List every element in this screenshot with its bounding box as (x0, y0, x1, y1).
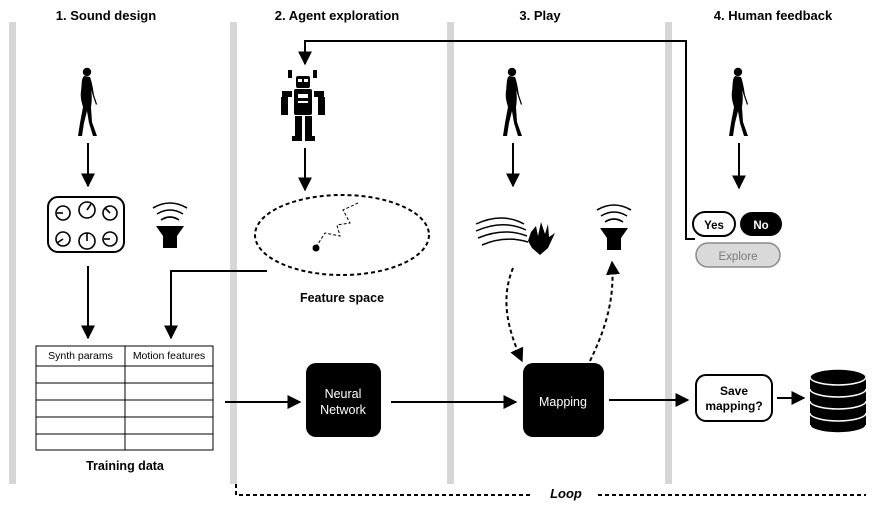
yes-button[interactable] (692, 211, 736, 237)
explore-label: Explore (719, 251, 758, 263)
neural-network-label-1: Neural (325, 387, 362, 401)
neural-network-label-2: Network (320, 403, 367, 417)
lane-dividers (9, 22, 672, 484)
explore-button[interactable] (695, 242, 781, 268)
no-label: No (753, 220, 768, 232)
dashed-arrows (505, 260, 620, 363)
lane-header-human-feedback: 4. Human feedback (713, 8, 833, 23)
lane-header-sound-design: 1. Sound design (55, 8, 157, 23)
person-icon (729, 67, 748, 136)
save-label-2: mapping? (705, 399, 762, 413)
lane-header-play: 3. Play (519, 8, 561, 23)
training-data-table (35, 345, 214, 451)
training-data-label: Training data (86, 459, 164, 473)
table-header-synth-params: Synth params (48, 350, 113, 362)
mapping-box (523, 363, 604, 437)
feature-space-ellipse (254, 194, 430, 276)
synth-knobs-icon (47, 196, 125, 253)
save-mapping-box (695, 374, 773, 422)
robot-icon (281, 70, 325, 141)
hand-motion-icon (475, 217, 555, 255)
speaker-icon (596, 204, 632, 251)
neural-network-box (306, 363, 381, 437)
yes-label: Yes (704, 220, 724, 232)
no-button[interactable] (740, 212, 782, 236)
mapping-label: Mapping (539, 395, 587, 409)
save-label-1: Save (720, 384, 748, 398)
person-icon (503, 67, 522, 136)
feature-space-label: Feature space (299, 291, 385, 305)
lane-header-agent-exploration: 2. Agent exploration (274, 8, 400, 23)
arrows (81, 40, 806, 409)
speaker-icon (152, 202, 188, 249)
loop-label: Loop (550, 486, 582, 501)
database-icon (809, 368, 867, 434)
person-icon (78, 67, 97, 136)
loop-line (235, 484, 866, 496)
table-header-motion-features: Motion features (132, 350, 206, 362)
